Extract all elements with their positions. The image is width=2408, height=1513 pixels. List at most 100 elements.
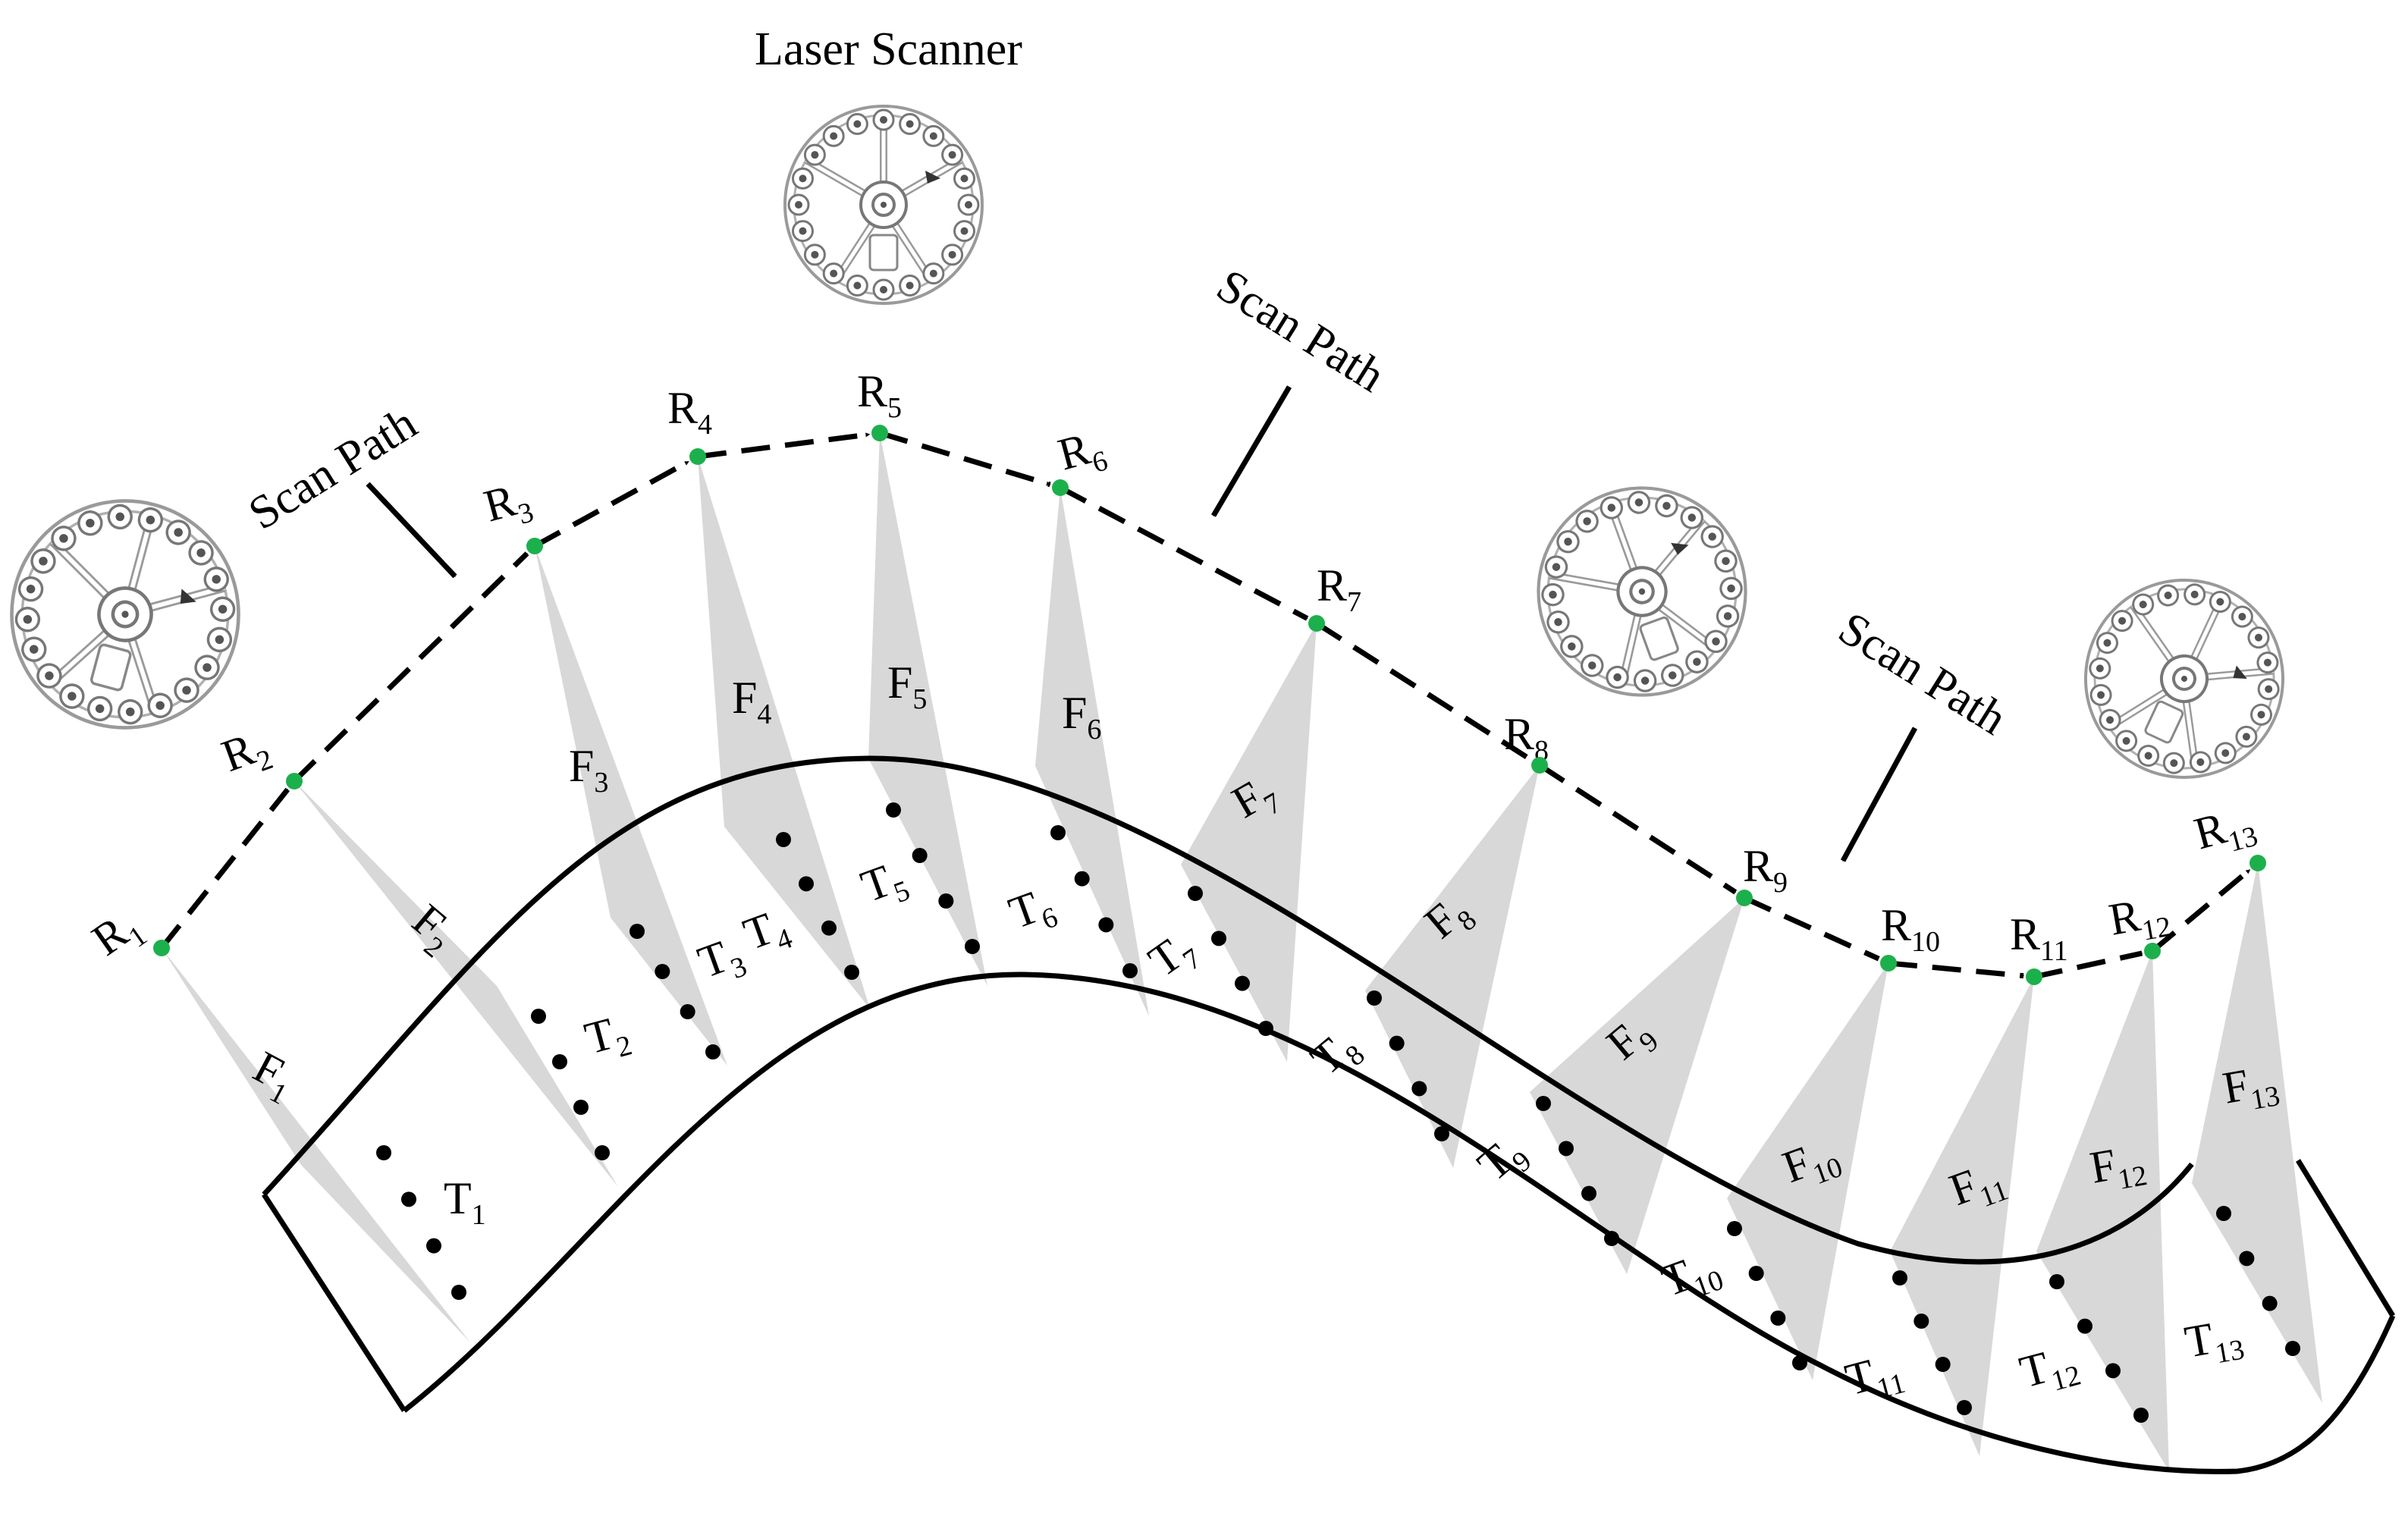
scan-path-segment xyxy=(1888,960,2025,979)
field-of-view-1 xyxy=(162,948,470,1342)
scan-path-segment xyxy=(159,787,290,950)
target-dot xyxy=(1770,1311,1786,1326)
scan-path-arrow xyxy=(1210,385,1292,517)
target-label-1: T1 xyxy=(444,1173,486,1231)
target-label-2: T2 xyxy=(579,1004,635,1071)
laser-scanner-title: Laser Scanner xyxy=(755,24,1022,75)
surface-left-edge xyxy=(262,1193,407,1412)
target-label-3: T3 xyxy=(692,926,751,994)
scan-path-segment xyxy=(1538,763,1738,895)
field-label-1: F1 xyxy=(242,1041,304,1111)
target-dot xyxy=(1748,1266,1764,1281)
position-dot-4 xyxy=(689,448,706,465)
target-dot xyxy=(1050,825,1066,840)
scan-path-segment xyxy=(2150,868,2252,953)
scan-path-segment xyxy=(533,459,690,549)
target-dot xyxy=(1935,1357,1951,1372)
target-dot xyxy=(2262,1295,2278,1311)
target-label-13: T13 xyxy=(2181,1308,2247,1375)
position-label-6: R6 xyxy=(1053,420,1111,488)
scan-path-segment xyxy=(1315,621,1533,762)
position-label-13: R13 xyxy=(2189,796,2261,867)
field-of-view-fans xyxy=(162,433,2322,1471)
target-label-4: T4 xyxy=(737,898,796,966)
scan-path-arrow xyxy=(1840,727,1918,862)
target-dot xyxy=(531,1009,546,1024)
field-of-view-2 xyxy=(294,781,618,1187)
target-dot xyxy=(1188,886,1203,901)
target-dot xyxy=(401,1191,416,1207)
target-dot xyxy=(1211,931,1226,946)
surface-top-curve xyxy=(262,755,2194,1265)
target-dot xyxy=(629,924,645,939)
target-dot xyxy=(2239,1251,2255,1267)
scan-path-segment xyxy=(878,430,1051,488)
target-dot xyxy=(1604,1231,1619,1246)
field-of-view-12 xyxy=(2036,951,2169,1471)
target-dot xyxy=(1235,975,1250,991)
field-of-view-6 xyxy=(1035,488,1149,1016)
target-dot xyxy=(1389,1035,1405,1051)
position-dot-11 xyxy=(2026,968,2042,985)
target-dot xyxy=(799,876,814,892)
position-dot-2 xyxy=(286,773,303,789)
position-dot-10 xyxy=(1880,955,1897,972)
scan-path-segment xyxy=(697,432,871,460)
position-label-7: R7 xyxy=(1317,560,1361,618)
laser-scanner-icon xyxy=(1509,459,1775,724)
target-dot xyxy=(655,964,670,979)
target-dot xyxy=(1727,1221,1742,1236)
target-dot xyxy=(573,1100,589,1115)
target-label-9: T9 xyxy=(1468,1125,1537,1197)
target-dot xyxy=(886,802,901,818)
position-dot-7 xyxy=(1308,615,1325,632)
target-dot xyxy=(1258,1021,1273,1036)
target-dot xyxy=(1792,1355,1807,1370)
position-label-1: R1 xyxy=(83,899,153,972)
target-dot xyxy=(451,1285,466,1300)
target-dot xyxy=(938,893,954,909)
position-dot-3 xyxy=(526,538,543,554)
position-label-5: R5 xyxy=(857,366,902,424)
field-label-3: F3 xyxy=(569,741,608,799)
field-of-view-8 xyxy=(1365,765,1540,1168)
target-dot xyxy=(2285,1341,2300,1356)
scan-path-segment xyxy=(1743,895,1880,962)
position-dot-9 xyxy=(1736,890,1753,906)
target-dot xyxy=(821,920,837,936)
target-dot xyxy=(1536,1096,1551,1111)
scan-path-segment xyxy=(292,551,529,783)
target-dot xyxy=(1559,1141,1574,1157)
field-label-4: F4 xyxy=(732,673,771,730)
field-of-view-10 xyxy=(1727,963,1888,1380)
target-dot xyxy=(1434,1126,1449,1141)
target-dot xyxy=(844,965,859,980)
position-dot-12 xyxy=(2144,943,2161,959)
position-label-10: R10 xyxy=(1881,900,1940,958)
target-dot xyxy=(680,1004,695,1019)
scan-path-arrows xyxy=(366,385,1918,862)
scan-path-segment xyxy=(1059,485,1309,621)
laser-scanner-icon xyxy=(2053,548,2315,810)
position-dot-5 xyxy=(871,425,888,441)
position-dot-6 xyxy=(1052,479,1069,496)
field-of-view-9 xyxy=(1530,898,1744,1274)
target-dot xyxy=(965,939,980,954)
scan-path-label-2: Scan Path xyxy=(1208,259,1394,402)
scanned-surface xyxy=(262,755,2396,1474)
position-label-4: R4 xyxy=(667,383,712,441)
target-dot xyxy=(705,1044,721,1059)
field-of-view-13 xyxy=(2192,863,2322,1403)
target-dot xyxy=(595,1145,610,1160)
target-label-12: T12 xyxy=(2014,1334,2084,1405)
position-dot-1 xyxy=(153,940,170,956)
position-label-2: R2 xyxy=(215,719,277,789)
target-dot xyxy=(2049,1274,2064,1289)
field-label-6: F6 xyxy=(1062,688,1101,746)
target-dot xyxy=(376,1145,391,1160)
scan-path-label-3: Scan Path xyxy=(1830,602,2016,745)
target-dot xyxy=(1098,917,1114,933)
target-dot xyxy=(776,832,791,847)
